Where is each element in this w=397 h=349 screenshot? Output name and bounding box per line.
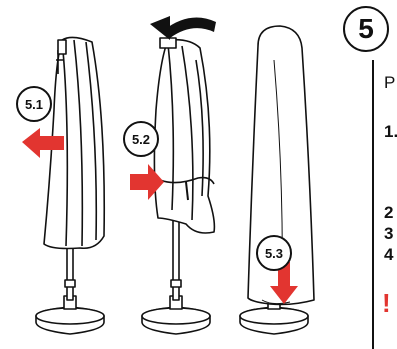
warning-icon: ! [382, 290, 391, 316]
panel-list-number-1: 1. [384, 123, 397, 140]
substep-label-2: 5.2 [123, 121, 159, 157]
panel-text-fragment: P [384, 74, 395, 91]
panel-list-number-3: 3 [384, 225, 393, 242]
panel-list-number-4: 4 [384, 246, 393, 263]
panel-divider [372, 60, 374, 349]
panel-list-number-2: 2 [384, 204, 393, 221]
step-number-badge: 5 [343, 6, 389, 52]
substep-label-3: 5.3 [256, 235, 292, 271]
substep-label-1: 5.1 [16, 86, 52, 122]
umbrella-figure-1 [36, 37, 104, 334]
rotate-arrow-icon [150, 16, 216, 40]
